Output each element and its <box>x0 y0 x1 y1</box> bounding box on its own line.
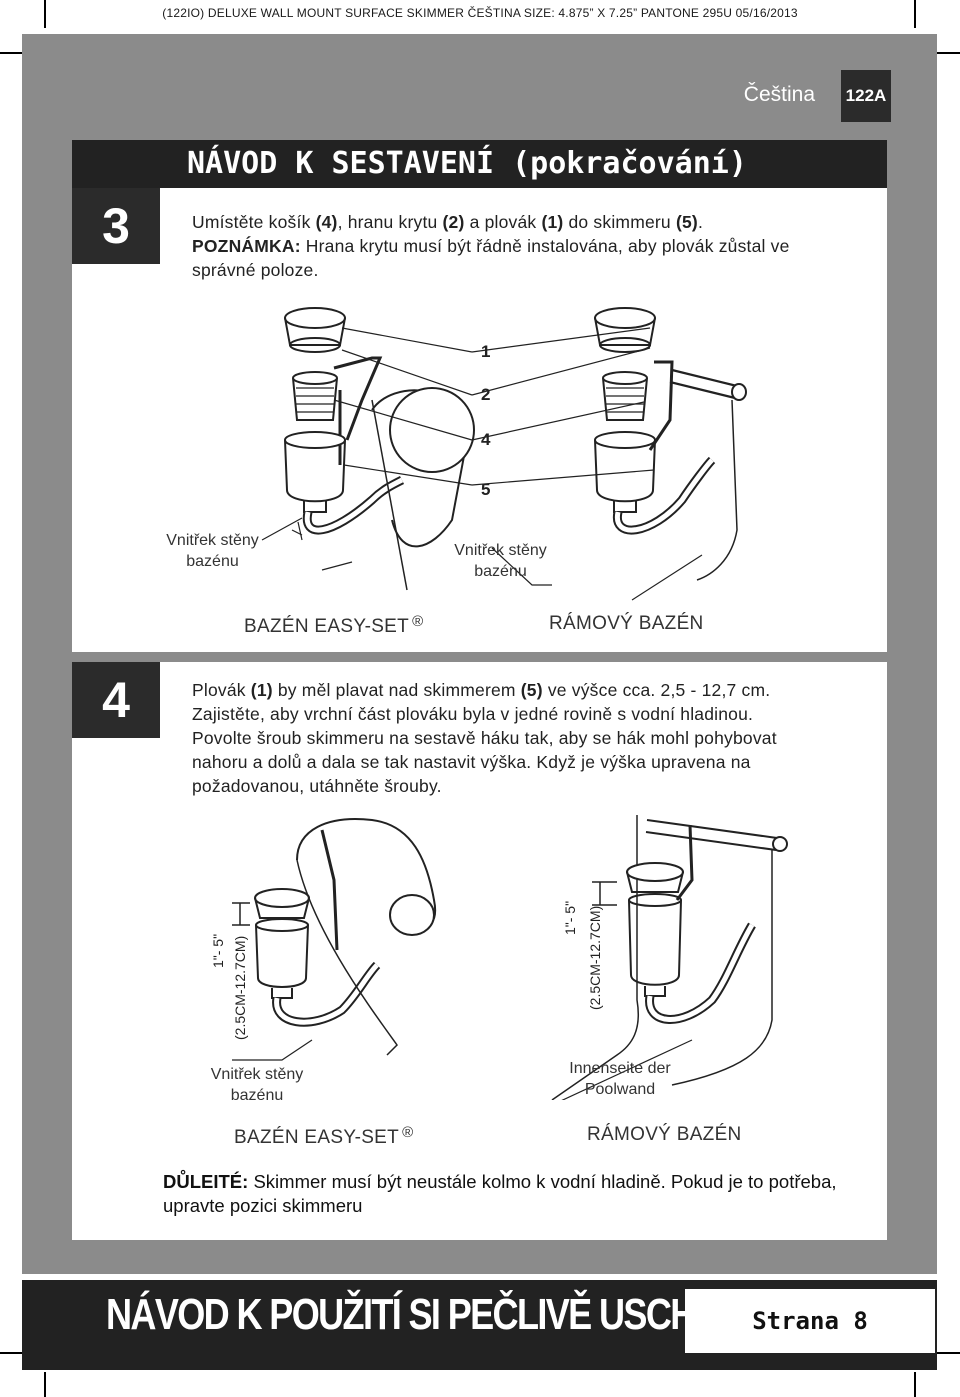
caption-frame-pool-2: RÁMOVÝ BAZÉN <box>587 1124 742 1145</box>
crop-mark <box>44 0 46 28</box>
part-label-5: 5 <box>481 480 491 499</box>
step-3-number: 3 <box>72 188 160 264</box>
important-note: DŮLEITÉ: Skimmer musí být neustále kolmo… <box>163 1170 843 1218</box>
print-header: (122IO) DELUXE WALL MOUNT SURFACE SKIMME… <box>162 6 798 20</box>
range-inch-right: 1"- 5" <box>562 900 578 935</box>
page-code-badge: 122A <box>841 70 891 122</box>
part-label-2: 2 <box>481 385 491 404</box>
step-3-text: Umístěte košík (4), hranu krytu (2) a pl… <box>192 212 790 280</box>
section-divider <box>72 652 887 662</box>
crop-mark <box>914 0 916 28</box>
crop-mark <box>0 1352 28 1354</box>
part-label-1: 1 <box>481 342 491 361</box>
section-title-bar: NÁVOD K SESTAVENÍ (pokračování) <box>72 140 887 188</box>
content-panel <box>72 188 887 1240</box>
part-label-4: 4 <box>481 430 491 449</box>
crop-mark <box>0 52 28 54</box>
important-text: Skimmer musí být neustále kolmo k vodní … <box>163 1171 837 1216</box>
caption-frame-pool: RÁMOVÝ BAZÉN <box>549 613 704 634</box>
section-title: NÁVOD K SESTAVENÍ (pokračování) <box>187 146 747 181</box>
caption-easy-set: BAZÉN EASY-SET® <box>244 613 424 637</box>
step-4-diagram <box>232 815 788 1100</box>
footer-page-number: Strana 8 <box>685 1289 935 1353</box>
crop-mark <box>44 1372 46 1397</box>
step-4-text: Plovák (1) by měl plavat nad skimmerem (… <box>192 680 777 796</box>
crop-mark <box>914 1372 916 1397</box>
range-cm-right: (2.5CM-12.7CM) <box>587 905 603 1010</box>
caption-easy-set-2: BAZÉN EASY-SET® <box>234 1124 414 1148</box>
crop-mark <box>932 1352 960 1354</box>
step-3-diagram <box>261 307 747 601</box>
crop-mark <box>932 52 960 54</box>
language-label: Čeština <box>743 83 815 106</box>
range-cm-left: (2.5CM-12.7CM) <box>232 935 248 1040</box>
step-4-number: 4 <box>72 662 160 738</box>
important-label: DŮLEITÉ: <box>163 1171 249 1192</box>
range-inch-left: 1"- 5" <box>210 933 226 968</box>
